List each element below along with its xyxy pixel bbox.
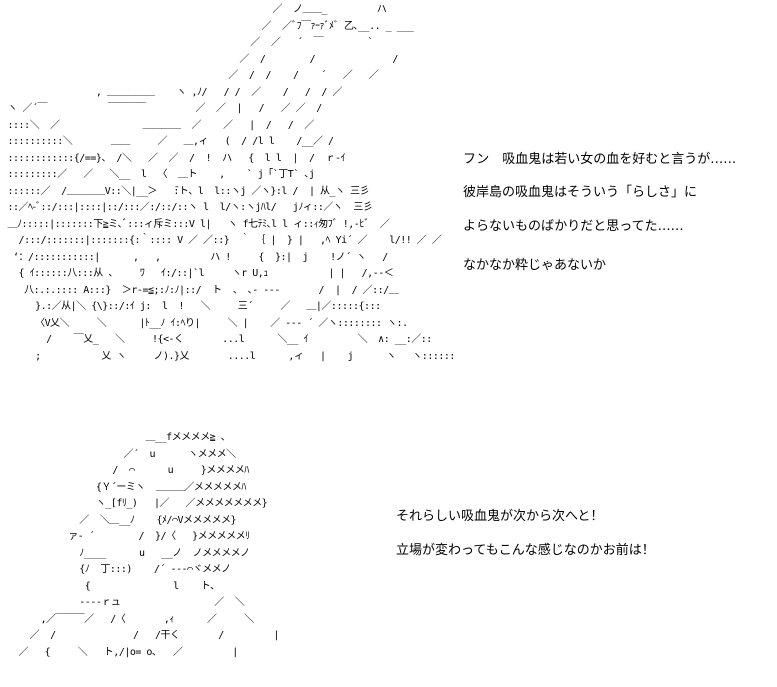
dialogue-line-2: 彼岸島の吸血鬼はそういう「らしさ」に <box>463 185 698 200</box>
dialogue-line-1: フン 吸血鬼は若い女の血を好むと言うが…… <box>463 152 737 167</box>
dialogue-line-3: よらないものばかりだと思ってた…… <box>463 219 684 234</box>
ascii-art-top: ／ ノ＿＿_ ハ ／ ／ﾞﾌ￣ｧｰｧﾞﾒﾞ 乙､__.. _ ___ ／ ／ ´… <box>7 4 456 362</box>
dialogue-line-4: なかなか粋じゃあないか <box>463 258 607 273</box>
dialogue-line-5: それらしい吸血鬼が次から次へと！ <box>396 509 604 524</box>
ascii-art-bottom: ＿__fメメメメ≧ 、 ／´ u ヽメメメ＼ / ⌒ u }メメメメﾊ {Ｙ´ー… <box>18 432 280 658</box>
dialogue-line-6: 立場が変わってもこんな感じなのかお前は！ <box>396 543 655 558</box>
